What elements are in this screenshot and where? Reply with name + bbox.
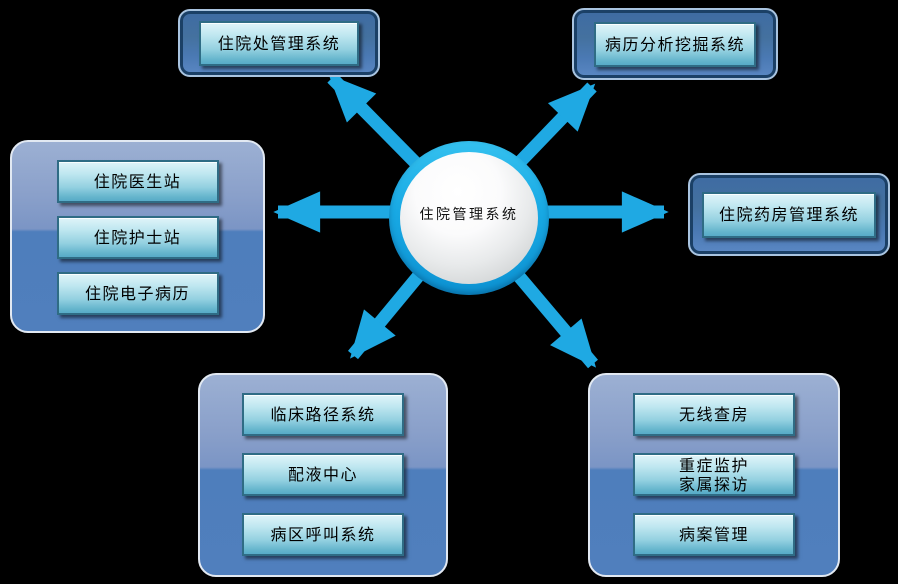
group-item-text: 病案管理 [678,525,749,544]
group-item-icu-family-visit: 重症监护 家属探访 [633,453,795,496]
group-item-text: 住院电子病历 [84,284,190,303]
group-item-clinical-pathway: 临床路径系统 [242,393,404,436]
group-item-dispensing-center: 配液中心 [242,453,404,496]
group-item-nurse-station: 住院护士站 [56,216,219,259]
node-label-pharmacy: 住院药房管理系统 [702,191,876,238]
group-item-text: 配液中心 [287,465,358,484]
group-item-text: 病区呼叫系统 [270,525,376,544]
node-admission-office-system: 住院处管理系统 [178,9,380,77]
group-item-ward-call: 病区呼叫系统 [242,513,404,556]
node-label-text: 病历分析挖掘系统 [604,34,745,54]
group-item-text: 临床路径系统 [270,405,376,424]
group-ward-management: 无线查房 重症监护 家属探访 病案管理 [588,373,840,577]
group-clinical-services: 临床路径系统 配液中心 病区呼叫系统 [198,373,448,577]
node-record-analysis-mining-system: 病历分析挖掘系统 [572,8,778,80]
group-item-electronic-record: 住院电子病历 [56,272,219,315]
node-pharmacy-management-system: 住院药房管理系统 [688,173,890,256]
group-item-text: 无线查房 [678,405,749,424]
node-label-record-analysis: 病历分析挖掘系统 [594,21,756,67]
hub-label: 住院管理系统 [419,207,519,223]
group-item-text: 住院医生站 [93,172,182,191]
group-item-medical-record-mgmt: 病案管理 [633,513,795,556]
node-label-text: 住院药房管理系统 [718,205,859,224]
group-item-text: 重症监护 家属探访 [678,455,749,494]
node-label-admission-office: 住院处管理系统 [199,20,359,66]
group-inpatient-stations: 住院医生站 住院护士站 住院电子病历 [10,140,265,333]
node-label-text: 住院处管理系统 [217,33,341,53]
group-item-doctor-station: 住院医生站 [56,160,219,203]
group-item-text: 住院护士站 [93,228,182,247]
hub-sphere: 住院管理系统 [400,152,538,284]
group-item-wireless-rounds: 无线查房 [633,393,795,436]
hub-inpatient-management-system: 住院管理系统 [389,141,549,295]
